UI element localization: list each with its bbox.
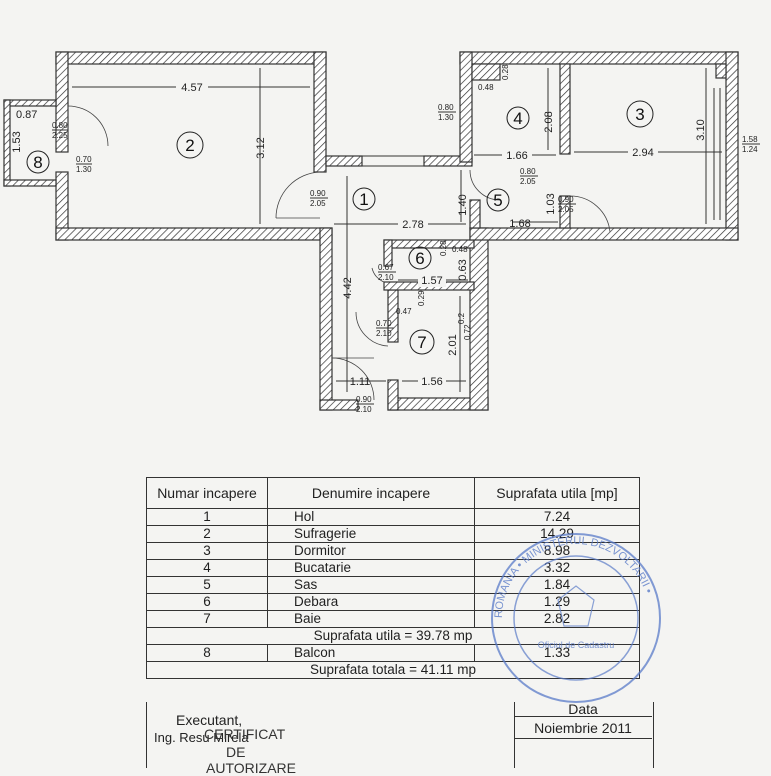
room-3-label: 3	[635, 105, 644, 124]
cert-line-1: CERTIFICAT	[204, 726, 286, 742]
total-text: Suprafata totala = 41.11 mp	[146, 661, 640, 679]
svg-text:2.10: 2.10	[376, 329, 392, 338]
dim-310: 3.10	[695, 119, 707, 140]
dim-156: 1.56	[421, 376, 442, 388]
svg-text:1.30: 1.30	[438, 113, 454, 122]
executor-name: Ing. Resu Mirela	[154, 730, 249, 745]
header-name: Denumire incapere	[267, 477, 475, 509]
stamp-inner-text: Oficiul de Cadastru	[538, 640, 615, 650]
stamp-ring-text: ROMANIA • MINISTERUL DEZVOLTARII •	[493, 535, 655, 618]
room-4-label: 4	[513, 109, 522, 128]
date-label: Data	[568, 701, 598, 717]
dim-153: 1.53	[11, 131, 23, 152]
date-value: Noiembrie 2011	[534, 720, 632, 736]
dim-028b: 0.28	[439, 240, 448, 256]
dim-278: 2.78	[402, 219, 423, 231]
svg-text:1.24: 1.24	[742, 145, 758, 154]
opening-labels: 0.80 2.25 0.70 1.30 0.90 2.05 0.80 1.30 …	[52, 103, 760, 414]
balcony-row: 8 Balcon 1.33	[146, 644, 640, 662]
dim-294: 2.94	[632, 147, 653, 159]
walls	[3, 51, 739, 411]
svg-text:2.10: 2.10	[356, 405, 372, 414]
svg-text:0.80: 0.80	[520, 167, 536, 176]
dim-063: 0.63	[457, 259, 469, 280]
table-row: 7 Baie 2.82	[146, 610, 640, 628]
dim-047: 0.47	[396, 307, 412, 316]
rooms-table: Numar incapere Denumire incapere Suprafa…	[146, 477, 640, 679]
executor-label: Executant,	[176, 712, 243, 728]
svg-text:0.80: 0.80	[52, 121, 68, 130]
header-number: Numar incapere	[146, 477, 268, 509]
table-header-row: Numar incapere Denumire incapere Suprafa…	[146, 477, 640, 509]
dim-208: 2.08	[543, 111, 555, 132]
table-row: 1 Hol 7.24	[146, 508, 640, 526]
dim-111: 1.11	[350, 376, 371, 388]
svg-text:0.70: 0.70	[76, 155, 92, 164]
room-1-label: 1	[359, 190, 368, 209]
header-area: Suprafata utila [mp]	[474, 477, 640, 509]
room-7-label: 7	[417, 333, 426, 352]
cert-line-3: AUTORIZARE	[206, 760, 296, 776]
svg-text:2.05: 2.05	[520, 177, 536, 186]
dim-457: 4.57	[181, 82, 202, 94]
dim-168: 1.68	[509, 218, 530, 230]
dim-201: 2.01	[447, 334, 459, 355]
room-8-label: 8	[33, 153, 42, 172]
dim-087: 0.87	[16, 109, 37, 121]
svg-text:0.90: 0.90	[356, 395, 372, 404]
floor-plan: 2 1 3 4 5 6 7 8 4.57 3.12 0.87 1.53 2.78…	[3, 51, 760, 414]
dim-157: 1.57	[421, 275, 442, 287]
dim-140: 1.40	[457, 194, 469, 215]
signature-block: Executant, Ing. Resu Mirela CERTIFICAT D…	[146, 701, 654, 776]
cert-line-2: DE	[226, 744, 246, 760]
svg-text:0.67: 0.67	[378, 263, 394, 272]
dim-072: 0.72	[463, 324, 472, 340]
room-5-label: 5	[493, 191, 502, 210]
svg-text:0.90: 0.90	[310, 189, 326, 198]
dimension-texts: 4.57 3.12 0.87 1.53 2.78 4.42 1.66 2.08 …	[11, 64, 707, 388]
svg-text:2.05: 2.05	[310, 199, 326, 208]
windows	[362, 88, 721, 220]
svg-text:0.80: 0.80	[438, 103, 454, 112]
dim-029: 0.29	[417, 290, 426, 306]
dim-048a: 0.48	[478, 83, 494, 92]
dim-028a: 0.28	[501, 64, 510, 80]
svg-text:ROMANIA • MINISTERUL DEZVOLTAR: ROMANIA • MINISTERUL DEZVOLTARII •	[493, 535, 655, 618]
svg-text:2.05: 2.05	[558, 205, 574, 214]
svg-text:0.90: 0.90	[558, 195, 574, 204]
door-swings	[67, 105, 611, 401]
dim-02: 0.2	[457, 312, 466, 324]
dim-048b: 0.48	[452, 245, 468, 254]
table-row: 2 Sufragerie 14.29	[146, 525, 640, 543]
room-2-label: 2	[185, 136, 194, 155]
svg-text:0.70: 0.70	[376, 319, 392, 328]
svg-text:2.25: 2.25	[52, 131, 68, 140]
svg-text:1.58: 1.58	[742, 135, 758, 144]
svg-text:2.10: 2.10	[378, 273, 394, 282]
dim-442: 4.42	[342, 277, 354, 298]
room-labels: 2 1 3 4 5 6 7 8	[26, 100, 654, 355]
dim-312: 3.12	[255, 137, 267, 158]
total-row: Suprafata totala = 41.11 mp	[146, 661, 640, 679]
dim-103: 1.03	[545, 193, 557, 214]
table-row: 4 Bucatarie 3.32	[146, 559, 640, 577]
dim-166: 1.66	[506, 150, 527, 162]
table-row: 5 Sas 1.84	[146, 576, 640, 594]
room-6-label: 6	[415, 249, 424, 268]
official-stamp: ROMANIA • MINISTERUL DEZVOLTARII • Ofici…	[491, 533, 661, 703]
svg-text:1.30: 1.30	[76, 165, 92, 174]
